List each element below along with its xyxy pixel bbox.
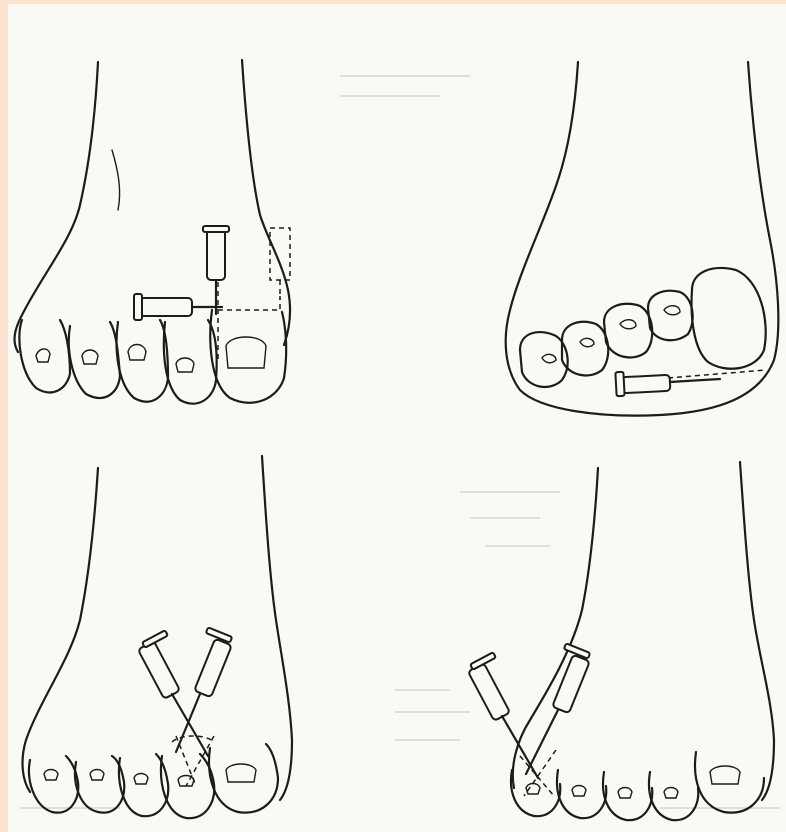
panel-top-right: [506, 62, 779, 416]
toes-row: [520, 268, 766, 387]
toes-row: [29, 744, 278, 818]
syringe-icon: [138, 630, 208, 756]
syringe-icon: [176, 627, 232, 752]
bleed-through-marks: [20, 76, 780, 808]
toes-row: [19, 310, 286, 404]
syringe-icon: [468, 652, 538, 778]
panel-bottom-left: [23, 456, 292, 818]
foot-outline: [513, 462, 774, 800]
needle-icon: [176, 694, 200, 752]
toe-nail-icon: [36, 349, 50, 362]
needle-icon: [670, 379, 720, 382]
syringe-icon: [134, 294, 222, 320]
syringe-icon: [203, 226, 229, 314]
toes-row: [511, 752, 764, 820]
panel-bottom-right: [468, 462, 774, 820]
foot-outline: [23, 456, 292, 800]
needle-icon: [502, 716, 538, 778]
panel-top-left: [15, 60, 291, 404]
